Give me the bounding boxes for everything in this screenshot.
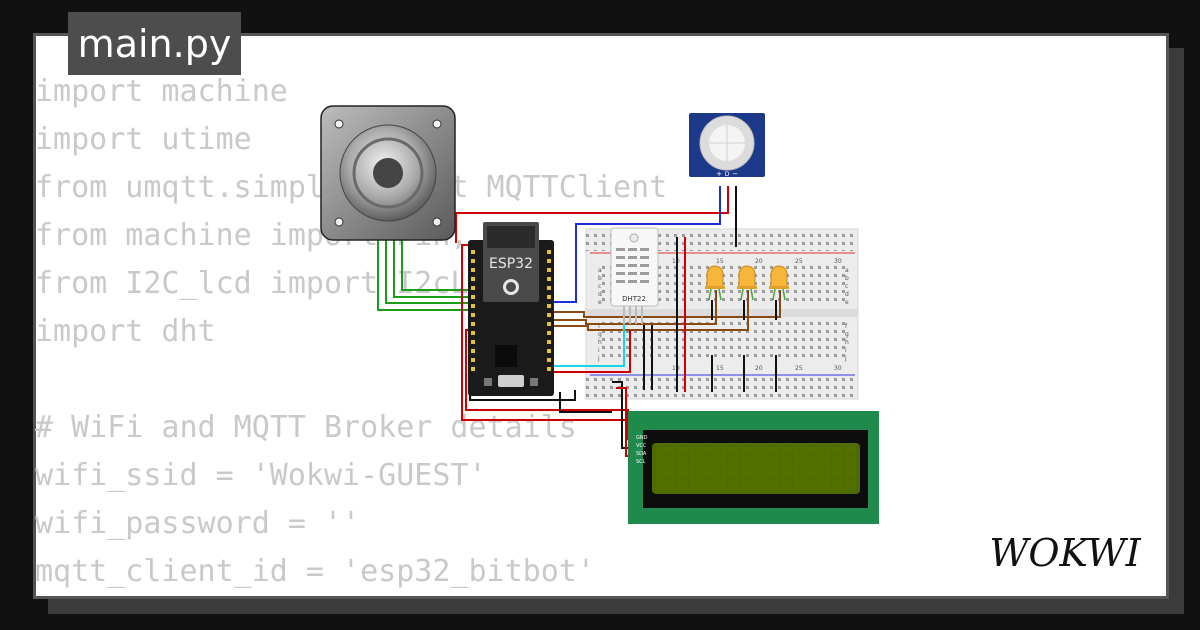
breadboard xyxy=(585,228,859,400)
code-line: # WiFi and MQTT Broker details xyxy=(35,410,577,445)
esp32-label: ESP32 xyxy=(489,256,533,272)
pir-pin-label: + xyxy=(716,170,722,178)
pir-sensor[interactable]: + D − xyxy=(689,113,765,178)
bb-row-label: e xyxy=(845,299,849,306)
bb-row-label: i xyxy=(845,347,847,354)
wokwi-logo: WOKWI xyxy=(989,531,1141,575)
bb-row-label: a xyxy=(845,267,849,274)
esp32-board[interactable]: ESP32 xyxy=(468,222,554,396)
code-line: wifi_password = '' xyxy=(35,506,361,541)
file-title-tab[interactable]: main.py xyxy=(68,12,241,75)
dht22-label: DHT22 xyxy=(622,295,646,303)
bb-col-label: 25 xyxy=(795,365,803,372)
bb-row-label: i xyxy=(598,347,600,354)
bb-row-label: f xyxy=(598,323,601,330)
bb-col-label: 10 xyxy=(672,258,680,265)
bb-row-label: a xyxy=(598,267,602,274)
pir-pin-label: − xyxy=(732,170,738,178)
bb-row-label: j xyxy=(597,355,600,362)
bb-row-label: d xyxy=(845,291,849,298)
file-title: main.py xyxy=(77,21,232,66)
bb-col-label: 20 xyxy=(755,258,763,265)
lcd-pin-label: VCC xyxy=(636,443,647,449)
bb-row-label: b xyxy=(845,275,849,282)
bb-col-label: 15 xyxy=(716,365,724,372)
brand-name: WOKWI xyxy=(989,531,1141,575)
bb-row-label: c xyxy=(598,283,601,290)
lcd-pin-label: SDA xyxy=(636,451,647,457)
led[interactable] xyxy=(769,265,789,301)
led[interactable] xyxy=(737,265,757,301)
code-line: import machine xyxy=(35,74,288,109)
dht22-sensor[interactable]: DHT22 xyxy=(610,227,659,324)
stepper-motor[interactable] xyxy=(320,105,456,241)
bb-row-label: d xyxy=(598,291,602,298)
bb-row-label: j xyxy=(844,355,847,362)
bb-col-label: 25 xyxy=(795,258,803,265)
bb-row-label: h xyxy=(845,339,849,346)
bb-col-label: 15 xyxy=(716,258,724,265)
bb-col-label: 30 xyxy=(834,258,842,265)
bb-row-label: h xyxy=(598,339,602,346)
code-line: mqtt_client_id = 'esp32_bitbot' xyxy=(35,554,595,589)
bb-row-label: f xyxy=(845,323,848,330)
bb-col-label: 10 xyxy=(672,365,680,372)
bb-row-label: g xyxy=(845,331,849,338)
lcd-pin-label: GND xyxy=(636,435,648,441)
led[interactable] xyxy=(705,265,725,301)
bb-col-label: 30 xyxy=(834,365,842,372)
bb-row-label: e xyxy=(598,299,602,306)
pir-pin-label: D xyxy=(725,171,730,178)
bb-row-label: c xyxy=(845,283,848,290)
code-line: wifi_ssid = 'Wokwi-GUEST' xyxy=(35,458,487,493)
lcd-display[interactable]: GND VCC SDA SCL xyxy=(628,411,879,524)
code-line: import utime xyxy=(35,122,252,157)
bb-row-label: g xyxy=(598,331,602,338)
bb-row-label: b xyxy=(598,275,602,282)
bb-col-label: 20 xyxy=(755,365,763,372)
lcd-pin-label: SCL xyxy=(636,459,646,465)
code-line: import dht xyxy=(35,314,216,349)
